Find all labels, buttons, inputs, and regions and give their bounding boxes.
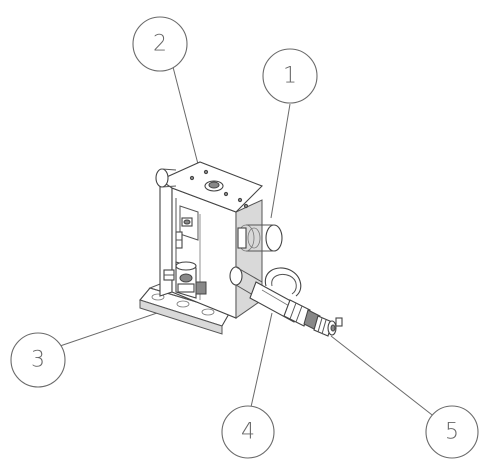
front-window <box>179 205 199 241</box>
callout-3-circle <box>10 332 66 388</box>
callout-4-circle <box>221 405 275 459</box>
callout-5-label: 5 <box>445 420 459 445</box>
base-plate-side <box>139 299 223 335</box>
side-cylinder <box>265 224 283 252</box>
left-stub <box>155 168 169 188</box>
leader-4 <box>250 312 273 408</box>
callout-4-label: 4 <box>241 420 255 445</box>
callout-5-circle <box>425 405 479 459</box>
callout-4: 4 <box>221 405 275 459</box>
callout-2-circle <box>132 16 188 72</box>
leader-3 <box>59 311 161 347</box>
leader-5 <box>330 335 437 419</box>
valve-assembly <box>139 161 343 337</box>
leader-1 <box>270 103 291 219</box>
callout-3: 3 <box>10 332 66 388</box>
callout-1-label: 1 <box>283 64 297 89</box>
pipe-assembly <box>229 266 343 337</box>
callout-3-label: 3 <box>31 348 45 373</box>
callout-2-label: 2 <box>153 32 167 57</box>
callout-1-circle <box>262 48 318 104</box>
callout-2: 2 <box>132 16 188 72</box>
leader-lines <box>59 66 437 419</box>
callout-1: 1 <box>262 48 318 104</box>
leader-2 <box>172 66 200 169</box>
callout-5: 5 <box>425 405 479 459</box>
